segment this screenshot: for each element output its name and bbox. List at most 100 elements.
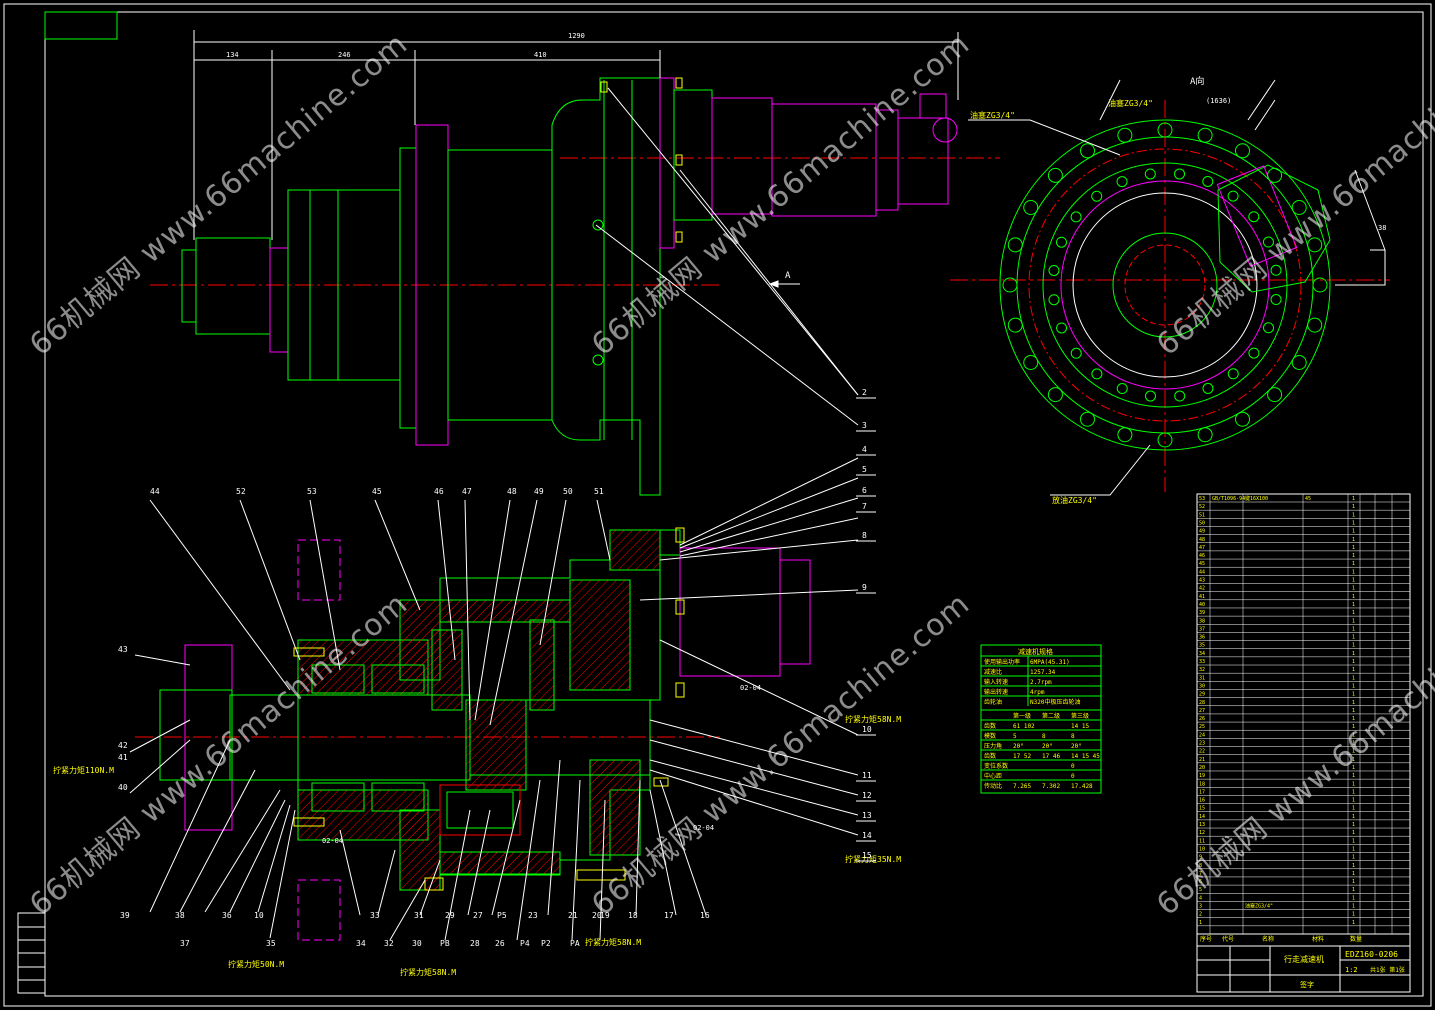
drawing-sheet: 共1张 第1张: [1370, 966, 1405, 974]
gear-cell: 齿数: [984, 752, 996, 760]
parts-row-qty: 1: [1352, 773, 1355, 779]
gear-cell: 0: [1071, 763, 1075, 770]
bolt-hole: [1007, 237, 1023, 253]
parts-row-qty: 1: [1352, 651, 1355, 657]
balloon-P4: P4: [520, 939, 530, 948]
gear-cell: 中心距: [984, 772, 1002, 780]
gear-cell: 8: [1071, 733, 1075, 740]
balloon-2: 2: [862, 388, 867, 397]
parts-row-no: 23: [1199, 741, 1205, 747]
parts-row-no: 12: [1199, 830, 1205, 836]
parts-row-no: 31: [1199, 675, 1205, 681]
balloon-35: 35: [266, 939, 276, 948]
bolt-hole: [1047, 167, 1063, 183]
balloon-28: 28: [470, 939, 480, 948]
parts-row-qty: 1: [1352, 798, 1355, 804]
drawing-scale: 1:2: [1345, 966, 1358, 974]
drawing-title: 行走减速机: [1284, 954, 1324, 964]
parts-row-no: 5: [1199, 887, 1202, 893]
bolt-hole: [1307, 317, 1323, 333]
balloon-50: 50: [563, 487, 573, 496]
parts-row-no: 46: [1199, 553, 1205, 559]
balloon-17: 17: [664, 911, 674, 920]
parts-row-qty: 1: [1352, 757, 1355, 763]
section-view: [135, 527, 811, 941]
parts-row-no: 1: [1199, 920, 1202, 926]
gear-cell: 17.428: [1071, 783, 1093, 790]
parts-row-no: 51: [1199, 512, 1205, 518]
parts-row-qty: 1: [1352, 781, 1355, 787]
bolt-hole: [1157, 122, 1173, 138]
parts-row-no: 29: [1199, 692, 1205, 698]
parts-row-qty: 1: [1352, 904, 1355, 910]
bolt-hole-inner: [1227, 368, 1239, 380]
bolt-hole-inner: [1048, 264, 1060, 276]
parts-row-no: 15: [1199, 806, 1205, 812]
bolt-hole: [1291, 355, 1307, 370]
balloon-19: 19: [600, 911, 610, 920]
parts-row-qty: 1: [1352, 618, 1355, 624]
balloon-5: 5: [862, 465, 867, 474]
balloon-11: 11: [862, 771, 872, 780]
balloon-23: 23: [528, 911, 538, 920]
spec-row-label: 减速比: [984, 668, 1002, 676]
bolt-hole: [1157, 432, 1173, 448]
parts-row-no: 34: [1199, 651, 1205, 657]
balloon-39: 39: [120, 911, 130, 920]
parts-row-qty: 1: [1352, 643, 1355, 649]
balloon-32: 32: [384, 939, 394, 948]
parts-header-code: 代号: [1222, 935, 1234, 943]
bolt-hole-inner: [1270, 264, 1282, 276]
parts-row-name: 油塞ZG3/4": [1245, 903, 1273, 910]
parts-row-qty: 1: [1352, 879, 1355, 885]
parts-row-no: 6: [1199, 879, 1202, 885]
note-oil-fill: 油塞ZG3/4": [970, 110, 1015, 120]
parts-row-qty: 1: [1352, 683, 1355, 689]
parts-row-qty: 1: [1352, 887, 1355, 893]
balloon-9: 9: [862, 583, 867, 592]
gear-cell: 61 102: [1013, 723, 1035, 730]
parts-row-qty: 1: [1352, 724, 1355, 730]
parts-row-no: 45: [1199, 561, 1205, 567]
parts-row-qty: 1: [1352, 741, 1355, 747]
torque-110: 拧紧力矩110N.M: [53, 765, 114, 775]
outer-border: [3, 3, 1432, 1007]
dim-total: 1290: [568, 32, 585, 40]
parts-row-code: GB/T1096-94: [1212, 496, 1245, 502]
bolt-hole: [1002, 277, 1018, 293]
balloon-12: 12: [862, 791, 872, 800]
parts-header-material: 材料: [1312, 935, 1324, 943]
spec-table-title: 减速机规格: [1018, 647, 1053, 656]
parts-row-no: 40: [1199, 602, 1205, 608]
parts-row-no: 42: [1199, 586, 1205, 592]
parts-row-no: 7: [1199, 871, 1202, 877]
parts-row-qty: 1: [1352, 504, 1355, 510]
parts-row-qty: 1: [1352, 895, 1355, 901]
inner-border: [44, 11, 1424, 997]
balloon-8: 8: [862, 531, 867, 540]
parts-row-qty: 1: [1352, 749, 1355, 755]
parts-row-no: 21: [1199, 757, 1205, 763]
parts-row-qty: 1: [1352, 561, 1355, 567]
parts-row-qty: 1: [1352, 529, 1355, 535]
bolt-hole: [1023, 200, 1039, 215]
tol-c: 02-04: [693, 824, 714, 832]
parts-row-no: 4: [1199, 895, 1202, 901]
parts-row-no: 18: [1199, 781, 1205, 787]
parts-row-qty: 1: [1352, 667, 1355, 673]
parts-row-qty: 1: [1352, 602, 1355, 608]
parts-row-no: 48: [1199, 537, 1205, 543]
bolt-hole: [1307, 237, 1323, 253]
spec-row-value: 6MPA(45.31): [1030, 659, 1070, 666]
bolt-hole-inner: [1048, 294, 1060, 306]
gear-cell: 7.302: [1042, 783, 1060, 790]
parts-row-no: 22: [1199, 749, 1205, 755]
parts-row-no: 14: [1199, 814, 1205, 820]
parts-row-no: 36: [1199, 635, 1205, 641]
note-drain: 放油ZG3/4": [1052, 495, 1097, 505]
parts-row-qty: 1: [1352, 512, 1355, 518]
parts-row-qty: 1: [1352, 578, 1355, 584]
bolt-hole: [1023, 355, 1039, 370]
parts-row-qty: 1: [1352, 626, 1355, 632]
